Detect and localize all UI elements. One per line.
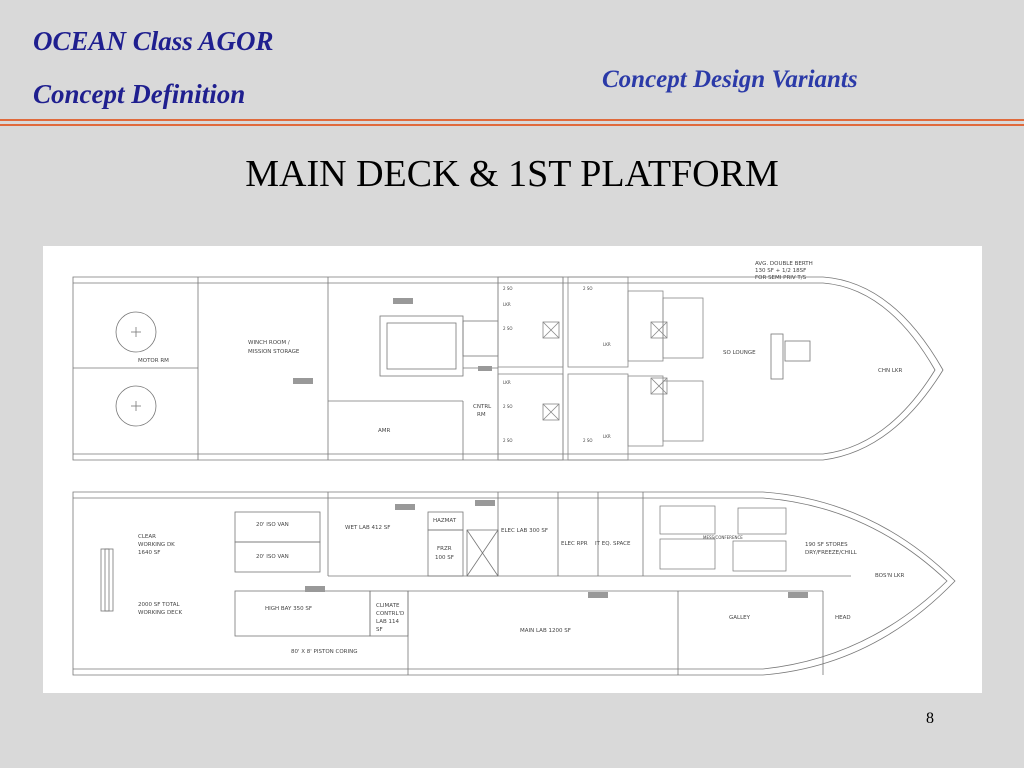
label-lkr: LKR [603, 434, 611, 439]
label-elec-lab: ELEC LAB 300 SF [501, 528, 548, 534]
label-chn-lkr: CHN LKR [878, 368, 903, 374]
label-lkr: LKR [603, 342, 611, 347]
label-head: HEAD [835, 615, 851, 621]
label-it-eq-space: IT EQ. SPACE [595, 541, 631, 547]
motor-circle-upper [115, 311, 157, 353]
label-motor-rm: MOTOR RM [138, 358, 169, 364]
label-wet-lab: WET LAB 412 SF [345, 525, 390, 531]
label-clear-2: WORKING DK [138, 542, 175, 548]
header-line-2: Concept Definition [33, 79, 246, 109]
label-2so: 2 SO [503, 404, 513, 409]
label-stores-1: 190 SF STORES [805, 542, 848, 548]
label-iso-van-1: 20' ISO VAN [256, 522, 289, 528]
label-winch-room-1: WINCH ROOM / [248, 340, 290, 346]
label-2so: 2 SO [583, 438, 593, 443]
motor-circle-lower [115, 385, 157, 427]
label-berth-note-3: FOR SEMI PRIV T/S [755, 275, 807, 281]
label-stores-2: DRY/FREEZE/CHILL [805, 550, 858, 556]
label-lkr: LKR [503, 380, 511, 385]
label-2so: 2 SO [503, 286, 513, 291]
label-frzr-2: 100 SF [435, 555, 454, 561]
page-number: 8 [926, 710, 934, 727]
lower-deck-hull [72, 491, 956, 676]
label-2so: 2 SO [583, 286, 593, 291]
header-line-1: OCEAN Class AGOR [33, 26, 274, 56]
label-2so: 2 SO [503, 438, 513, 443]
label-main-lab: MAIN LAB 1200 SF [520, 628, 571, 634]
label-total-1: 2000 SF TOTAL [138, 602, 181, 608]
label-bosn-lkr: BOS'N LKR [875, 573, 905, 579]
label-clear-1: CLEAR [138, 534, 156, 540]
label-hazmat: HAZMAT [433, 518, 457, 524]
deck-plan-drawing: MOTOR RM WINCH ROOM / MISSION STORAGE AM… [43, 246, 982, 693]
header-rule-top [0, 119, 1024, 121]
label-high-bay: HIGH BAY 350 SF [265, 606, 312, 612]
label-piston-coring: 80' X 8' PISTON CORING [291, 649, 358, 655]
label-climate-4: SF [376, 627, 383, 633]
label-climate-3: LAB 114 [376, 619, 399, 625]
deck-plan-svg: MOTOR RM WINCH ROOM / MISSION STORAGE AM… [72, 261, 956, 676]
label-cntrl-1: CNTRL [473, 404, 492, 410]
label-lkr: LKR [503, 302, 511, 307]
label-climate-1: CLIMATE [376, 603, 400, 609]
label-winch-room-2: MISSION STORAGE [248, 349, 300, 355]
label-berth-note-2: 130 SF + 1/2 18SF [755, 268, 806, 274]
label-lounge: SO LOUNGE [723, 350, 756, 356]
label-galley: GALLEY [729, 615, 751, 621]
header-subtitle: Concept Design Variants [602, 66, 858, 93]
slide-title: MAIN DECK & 1ST PLATFORM [245, 153, 779, 195]
label-berth-note-1: AVG. DOUBLE BERTH [755, 261, 813, 267]
header-rule-bottom [0, 124, 1024, 126]
label-climate-2: CONTRL'D [376, 611, 404, 617]
upper-deck-hull [72, 276, 944, 461]
label-mess-conference: MESS/CONFERENCE [703, 535, 743, 540]
label-clear-3: 1640 SF [138, 550, 160, 556]
label-2so: 2 SO [503, 326, 513, 331]
label-elec-rpr: ELEC RPR [561, 541, 588, 547]
label-amr: AMR [378, 428, 391, 434]
label-cntrl-2: RM [477, 412, 486, 418]
label-total-2: WORKING DECK [138, 610, 182, 616]
label-iso-van-2: 20' ISO VAN [256, 554, 289, 560]
label-frzr-1: FRZR [437, 546, 452, 552]
